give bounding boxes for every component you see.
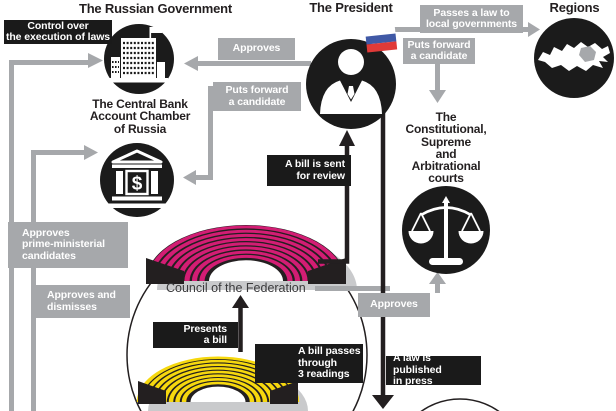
central-bank-icon: $ — [107, 149, 167, 208]
label-approves-pm: Approves prime-ministerial candidates — [8, 222, 128, 268]
label-puts-forward-right-text: Puts forward a candidate — [407, 38, 471, 62]
label-approves-government: Approves — [218, 38, 295, 60]
label-presents-bill: Presents a bill — [153, 322, 238, 348]
arrowhead-candidate-bank — [183, 170, 196, 185]
label-bill-readings: A bill passes through 3 readings — [255, 344, 363, 383]
government-title: The Russian Government — [78, 1, 233, 16]
arrowhead-bill-to-president — [339, 130, 355, 146]
label-approves-pm-text: Approves prime-ministerial candidates — [22, 226, 105, 262]
label-control-laws-text: Control over the execution of laws — [5, 19, 111, 43]
label-approves-dismisses-text: Approves and dismisses — [47, 289, 116, 313]
bottom-right-circle — [420, 398, 500, 411]
label-puts-forward-left: Puts forward a candidate — [213, 82, 301, 111]
label-approves-dismisses: Approves and dismisses — [36, 285, 130, 318]
duma-to-bank-line — [31, 150, 84, 411]
president-person-icon — [320, 49, 382, 114]
arrowhead-presents-bill — [232, 295, 249, 308]
label-bill-review: A bill is sent for review — [267, 155, 351, 186]
government-node — [104, 24, 174, 94]
label-control-laws: Control over the execution of laws — [4, 20, 112, 44]
russian-flag-icon — [364, 25, 398, 53]
regions-node — [534, 18, 614, 98]
label-bill-readings-text: A bill passes through 3 readings — [298, 345, 361, 381]
arrowhead-to-government — [88, 53, 103, 68]
label-law-published-text: A law is published in press — [393, 352, 442, 388]
label-passes-law: Passes a law to local governments — [420, 5, 523, 33]
label-approves-courts: Approves — [358, 293, 430, 317]
arrowhead-law-published — [372, 395, 394, 409]
label-puts-forward-right: Puts forward a candidate — [403, 38, 475, 64]
arrowhead-approves-courts — [429, 272, 446, 284]
courts-node — [402, 186, 490, 274]
council-seats-icon — [146, 225, 357, 290]
label-puts-forward-left-text: Puts forward a candidate — [225, 84, 289, 108]
duma-seats-icon — [136, 356, 308, 411]
regions-title: Regions — [549, 0, 600, 15]
arrowhead-approves-government — [184, 56, 198, 71]
central-bank-node: $ — [100, 143, 174, 217]
label-approves-courts-text: Approves — [370, 298, 418, 311]
arrowhead-to-bank-left — [84, 145, 98, 160]
scales-of-justice-icon — [408, 196, 484, 265]
label-law-published: A law is published in press — [386, 352, 481, 388]
label-approves-government-text: Approves — [232, 42, 281, 55]
courts-title: The Constitutional, Supreme and Arbitrat… — [405, 110, 487, 186]
label-presents-bill-text: Presents a bill — [183, 322, 227, 346]
svg-text:$: $ — [132, 174, 143, 195]
central-bank-title: The Central Bank Account Chamber of Russ… — [89, 97, 191, 136]
label-passes-law-text: Passes a law to local governments — [425, 6, 518, 30]
duma-to-government-line — [9, 60, 88, 411]
president-title: The President — [309, 0, 393, 15]
council-title: Council of the Federation — [166, 281, 306, 295]
arrowhead-candidate-courts — [429, 90, 446, 103]
russia-map-icon — [538, 42, 610, 71]
gray-arrowheads — [84, 22, 540, 284]
government-building-icon — [108, 27, 168, 83]
arrowhead-to-regions — [528, 22, 540, 37]
president-candidate-bank-line — [196, 86, 213, 180]
black-arrowheads — [232, 130, 394, 409]
president-node — [306, 25, 398, 129]
label-bill-review-text: A bill is sent for review — [284, 158, 345, 182]
